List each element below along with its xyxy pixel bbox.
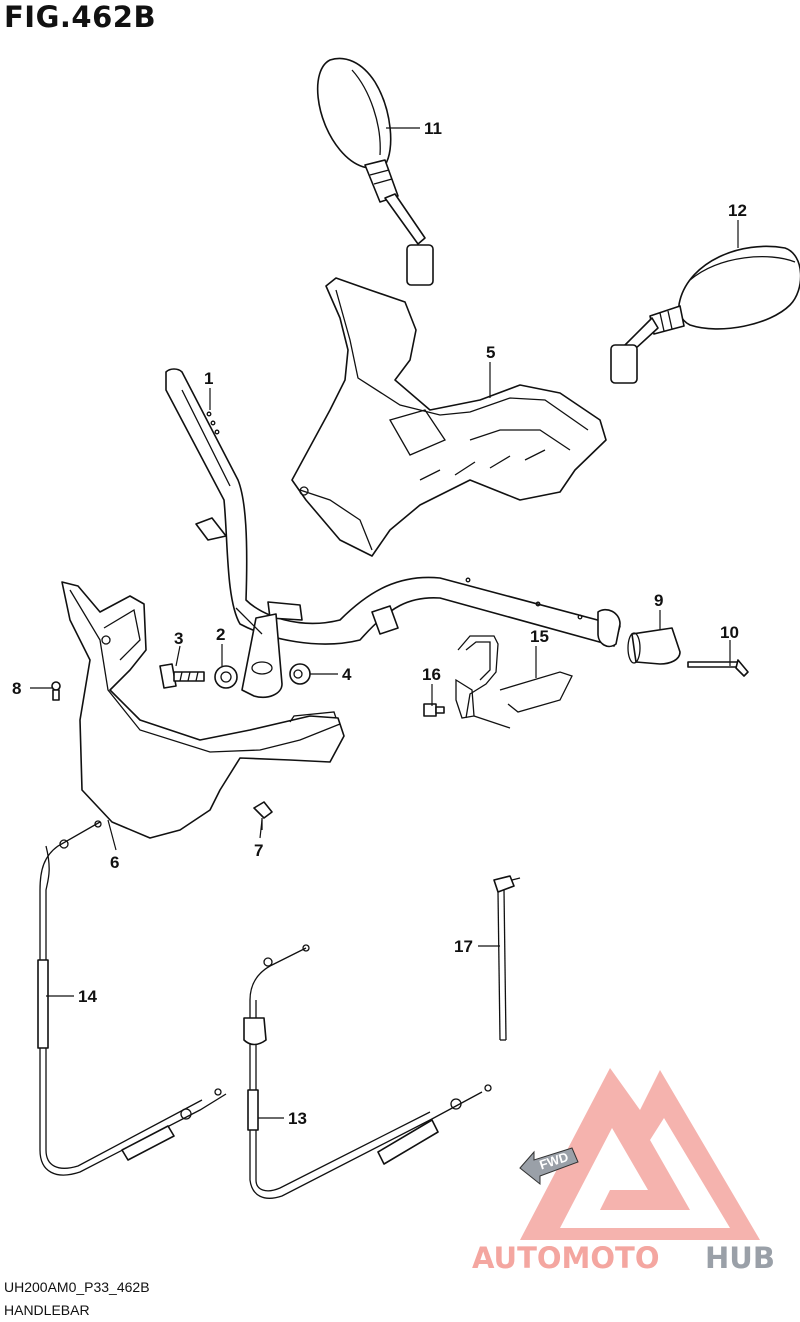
bolt-part-16 [423, 703, 445, 717]
callout-1: 1 [204, 369, 213, 388]
callout-14: 14 [78, 987, 97, 1006]
watermark-text-accent: HUB [705, 1241, 775, 1275]
callout-15: 15 [530, 627, 549, 646]
watermark-text-main: AUTOMOTO [472, 1241, 659, 1275]
front-handlebar-cover-part [291, 277, 607, 557]
figure-title: FIG.462B [4, 0, 157, 34]
bolt-part-3 [159, 663, 205, 689]
callout-13: 13 [288, 1109, 307, 1128]
screw-part-10 [687, 659, 749, 677]
diagram-code: UH200AM0_P33_462B [4, 1279, 150, 1295]
callout-7: 7 [254, 841, 263, 860]
collar-part-2 [214, 665, 238, 689]
callout-9: 9 [654, 591, 663, 610]
brake-cable-part-13 [243, 944, 492, 1199]
throttle-cable-part-14 [37, 820, 227, 1176]
callout-2: 2 [216, 625, 225, 644]
left-mirror-part [316, 57, 434, 286]
callout-3: 3 [174, 629, 183, 648]
bracket-part-15 [455, 635, 573, 729]
callout-11: 11 [424, 119, 442, 138]
callout-16: 16 [422, 665, 441, 684]
callout-8: 8 [12, 679, 21, 698]
rear-handlebar-cover-part [61, 581, 345, 839]
callout-17: 17 [454, 937, 473, 956]
cable-tie-part-17 [493, 875, 521, 1041]
callout-6: 6 [110, 853, 119, 872]
right-mirror-part [610, 245, 800, 384]
forward-direction-arrow-icon: FWD [519, 1147, 579, 1186]
screw-part-8 [51, 681, 61, 701]
nut-part-4 [289, 663, 311, 685]
leader-lines [30, 127, 739, 1119]
callout-labels: 1 2 3 4 5 6 7 8 9 10 11 12 13 14 15 16 1… [12, 119, 747, 1128]
callout-4: 4 [342, 665, 352, 684]
callout-5: 5 [486, 343, 495, 362]
section-name: HANDLEBAR [4, 1302, 90, 1318]
handlebar-balancer-part-9 [627, 627, 681, 665]
watermark-text: AUTOMOTO HUB [472, 1241, 775, 1275]
callout-12: 12 [728, 201, 747, 220]
handlebar-tube-part [165, 368, 621, 699]
clip-part-7 [253, 801, 273, 830]
callout-10: 10 [720, 623, 739, 642]
watermark-logo-icon [520, 1068, 760, 1240]
